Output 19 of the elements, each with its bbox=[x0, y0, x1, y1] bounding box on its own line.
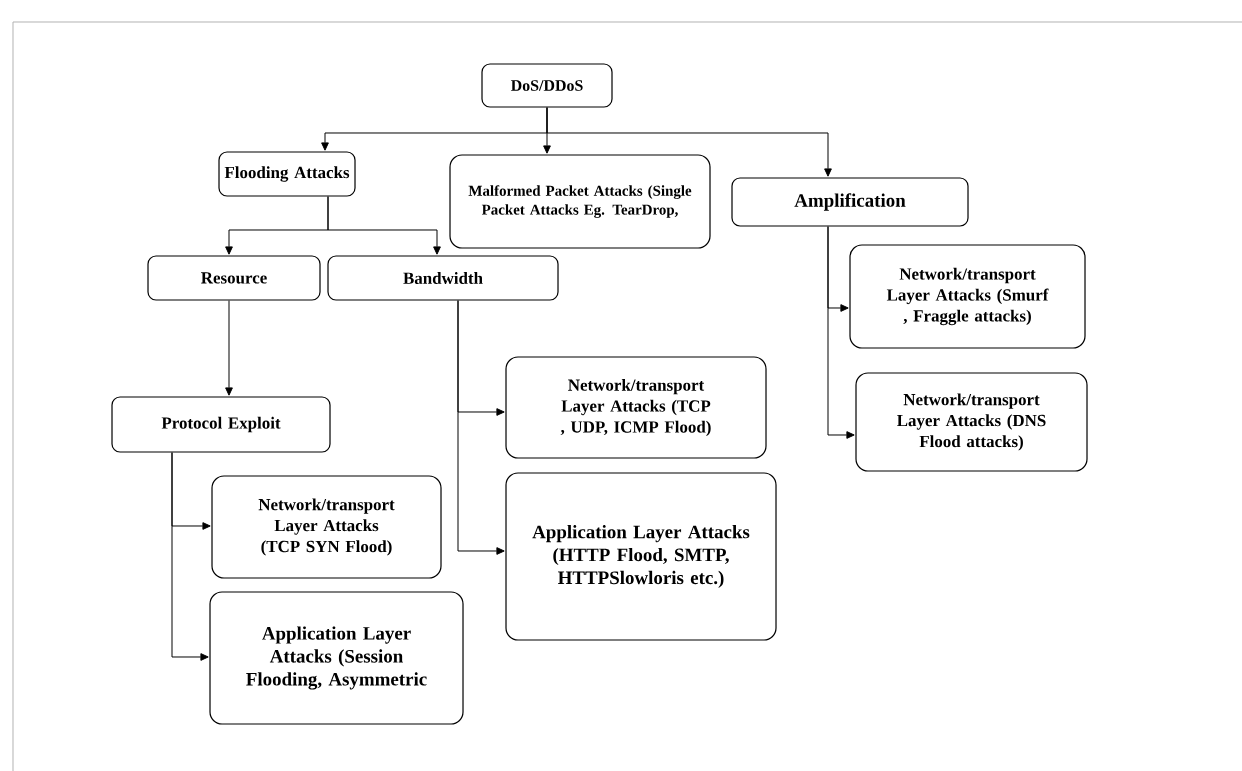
process-box: Bandwidth bbox=[327, 255, 559, 301]
process-box: Network/transport Layer Attacks (DNS Flood attacks) bbox=[855, 372, 1088, 472]
process-box: Amplification bbox=[731, 177, 969, 227]
process-box: Network/transport Layer Attacks (TCP SYN Flood) bbox=[211, 475, 442, 579]
process-box: Network/transport Layer Attacks (TCP , UDP, ICMP Flood) bbox=[505, 356, 767, 459]
process-box: Network/transport Layer Attacks (Smurf , Fraggle attacks) bbox=[849, 244, 1086, 349]
process-box: Flooding Attacks bbox=[218, 151, 356, 197]
process-box: Protocol Exploit bbox=[111, 396, 331, 453]
arrow bbox=[827, 226, 855, 439]
process-box: DoS/DDoS bbox=[481, 63, 613, 108]
arrow bbox=[327, 196, 441, 255]
arrow bbox=[546, 107, 832, 177]
process-box: Application Layer Attacks (HTTP Flood, SMTP, HTTPSlowloris etc.) bbox=[505, 472, 777, 641]
process-box: Malformed Packet Attacks (Single Packet Attacks Eg. TearDrop, bbox=[449, 154, 711, 249]
arrow bbox=[457, 300, 505, 555]
arrow bbox=[171, 452, 209, 661]
process-box: Application Layer Attacks (Session Flooding, Asymmetric bbox=[209, 591, 464, 725]
process-box: Resource bbox=[147, 255, 321, 301]
arrow bbox=[225, 300, 233, 396]
